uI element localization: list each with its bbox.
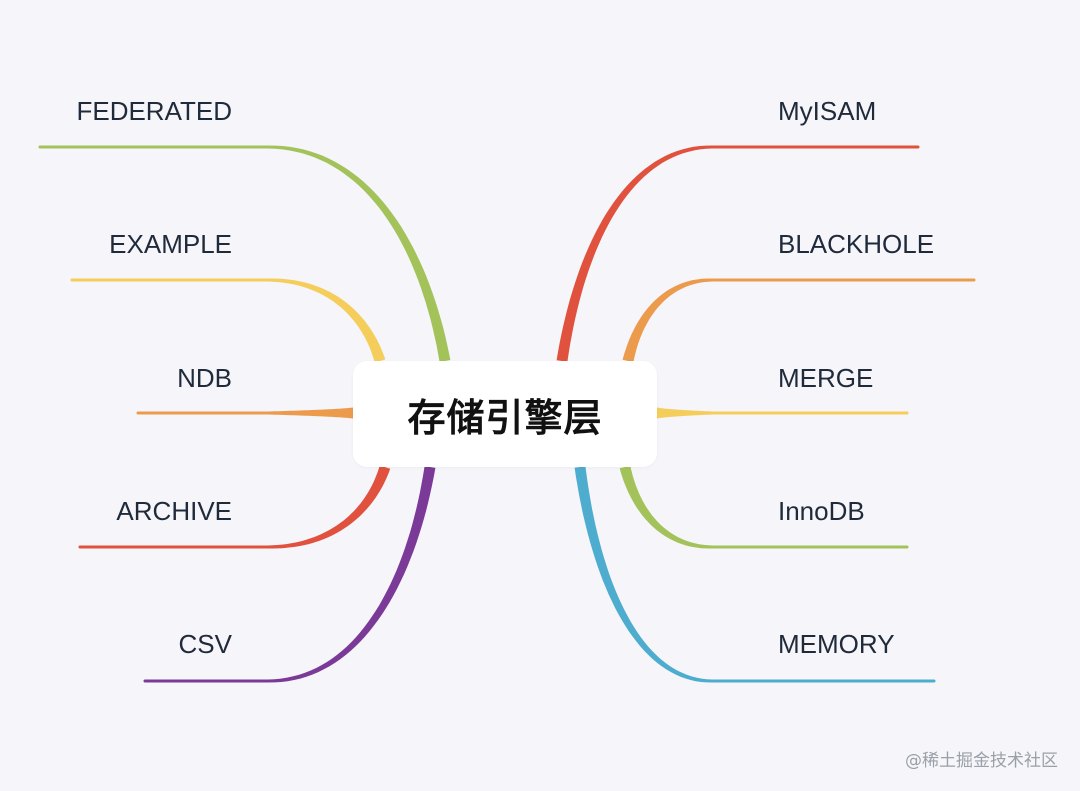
branch-label-myisam[interactable]: MyISAM: [778, 96, 877, 126]
branch-memory-connector: [574, 466, 712, 683]
branch-label-example[interactable]: EXAMPLE: [109, 229, 232, 259]
branch-archive-connector: [268, 465, 391, 549]
branch-label-federated[interactable]: FEDERATED: [76, 96, 232, 126]
central-topic[interactable]: 存储引擎层: [353, 361, 657, 467]
branch-example-connector: [268, 278, 386, 363]
branch-label-blackhole[interactable]: BLACKHOLE: [778, 229, 935, 259]
branch-merge-connector: [657, 407, 712, 419]
branch-label-ndb[interactable]: NDB: [177, 363, 232, 393]
branch-label-archive[interactable]: ARCHIVE: [116, 496, 232, 526]
branch-csv-connector: [268, 466, 436, 683]
branch-label-innodb[interactable]: InnoDB: [778, 496, 865, 526]
central-topic-label: 存储引擎层: [407, 395, 603, 440]
branch-federated-connector: [268, 145, 451, 362]
branch-blackhole-connector: [622, 278, 712, 363]
branch-innodb-connector: [619, 465, 712, 549]
watermark: @稀土掘金技术社区: [905, 751, 1058, 771]
branch-ndb-connector: [268, 407, 353, 419]
branch-myisam-connector: [556, 145, 712, 362]
branch-label-csv[interactable]: CSV: [178, 629, 232, 659]
branch-label-memory[interactable]: MEMORY: [778, 629, 895, 659]
branch-label-merge[interactable]: MERGE: [778, 363, 874, 393]
